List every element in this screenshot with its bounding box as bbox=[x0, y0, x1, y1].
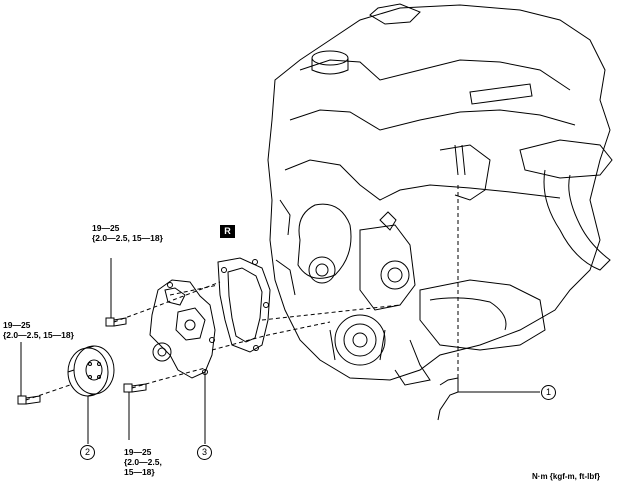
water-pump-pulley bbox=[67, 345, 115, 397]
callout-3: 3 bbox=[197, 445, 212, 460]
callout-2: 2 bbox=[80, 445, 95, 460]
engine-block bbox=[267, 3, 613, 386]
leader-lines bbox=[20, 258, 540, 444]
water-pump-gasket bbox=[217, 257, 271, 353]
torque-spec-pulley-bolt: 19—25 {2.0—2.5, 15—18} bbox=[3, 320, 74, 340]
callout-1: 1 bbox=[541, 385, 556, 400]
assembly-guide-lines bbox=[25, 185, 459, 401]
water-pump bbox=[149, 279, 216, 379]
torque-spec-lower-bolt: 19—25 {2.0—2.5, 15—18} bbox=[124, 447, 162, 477]
torque-units-note: N·m {kgf-m, ft-lbf} bbox=[532, 472, 600, 481]
bolt-pump-lower bbox=[123, 383, 147, 393]
bolt-pulley bbox=[17, 395, 41, 405]
replace-part-badge: R bbox=[220, 225, 235, 238]
torque-spec-upper-bolt: 19—25 {2.0—2.5, 15—18} bbox=[92, 223, 163, 243]
